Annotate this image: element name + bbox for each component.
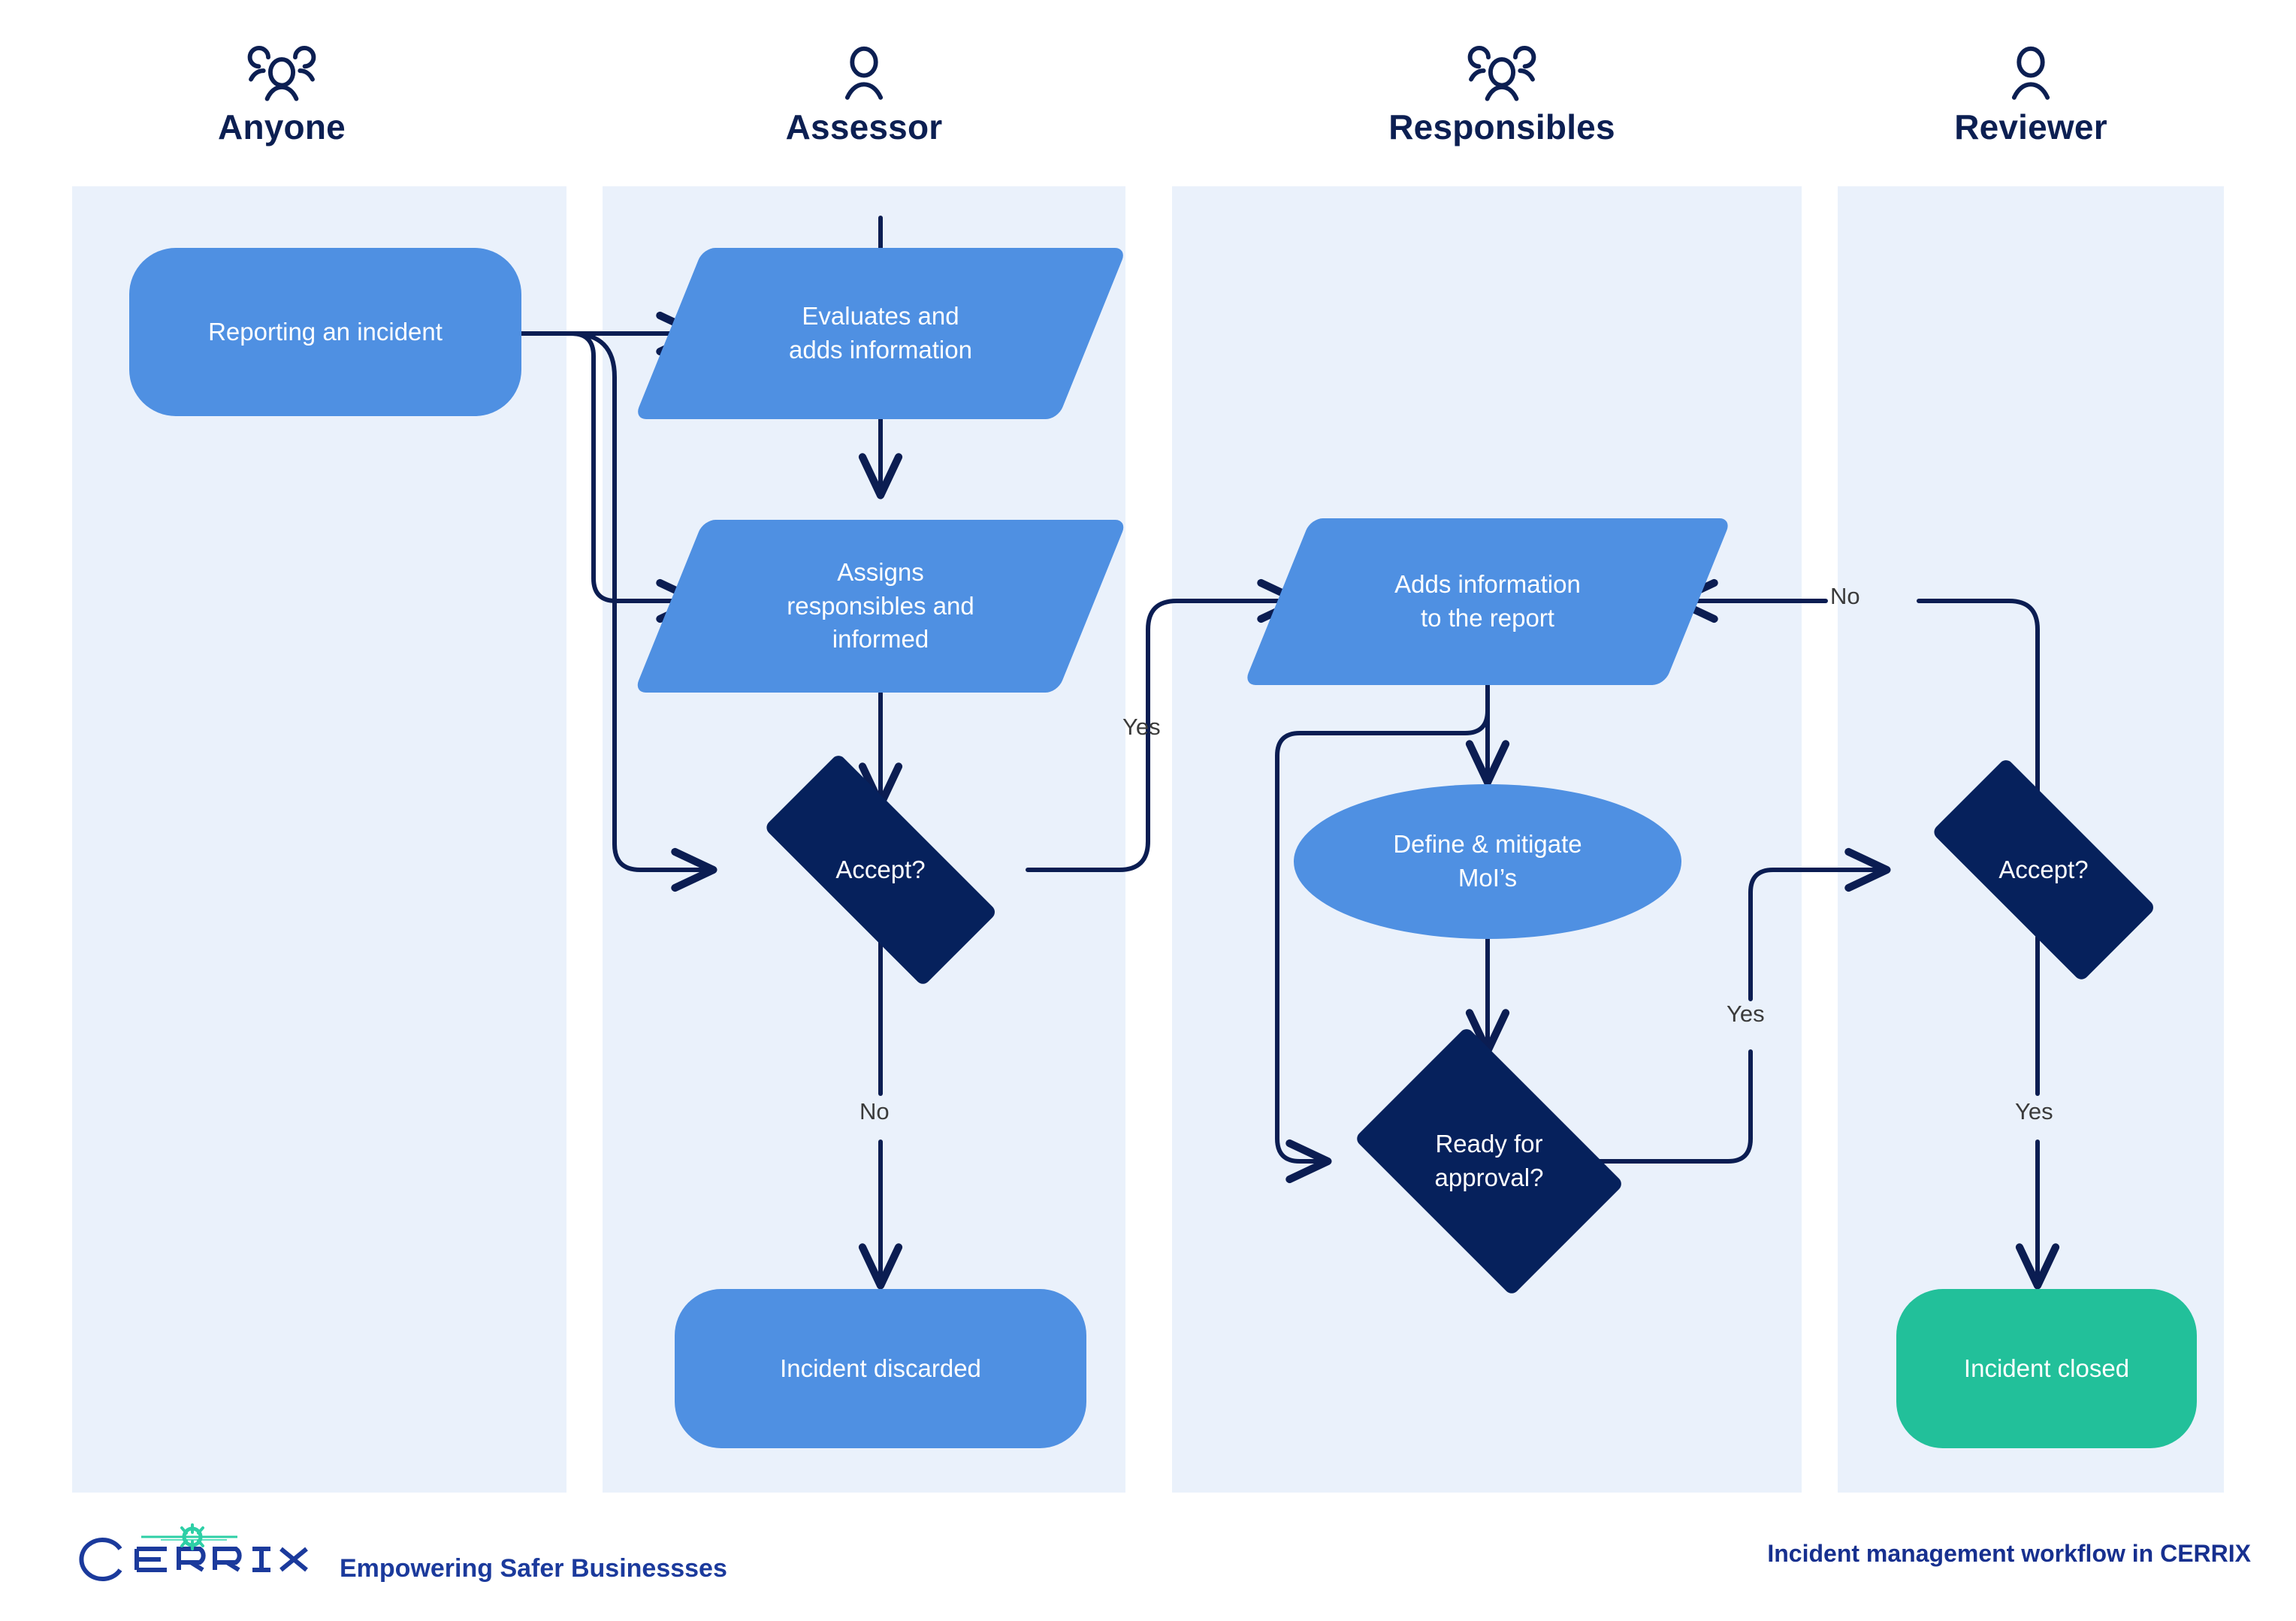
lane-header-anyone: Anyone <box>162 44 402 147</box>
brand-tagline: Empowering Safer Businessses <box>340 1554 727 1583</box>
node-label-line3: informed <box>832 625 929 654</box>
node-label-line2: approval? <box>1434 1164 1544 1191</box>
node-incident-closed[interactable]: Incident closed <box>1896 1289 2197 1448</box>
user-single-icon <box>2011 46 2050 100</box>
node-define-mitigate-mois[interactable]: Define & mitigate MoI’s <box>1294 784 1681 939</box>
node-label: Incident discarded <box>780 1354 981 1382</box>
node-label-line1: Evaluates and <box>802 302 959 331</box>
footer-caption: Incident management workflow in CERRIX <box>1767 1540 2251 1567</box>
node-label-line2: adds information <box>789 336 972 364</box>
node-reporting-incident[interactable]: Reporting an incident <box>129 248 521 416</box>
node-label: Accept? <box>1998 855 2089 883</box>
edge-label-assessor-yes: Yes <box>1122 714 1161 740</box>
footer: Empowering Safer Businessses Incident ma… <box>0 1501 2296 1621</box>
users-three-icon <box>1467 46 1536 101</box>
lane-header-reviewer: Reviewer <box>1911 44 2151 147</box>
node-label-line1: Assigns <box>837 558 924 587</box>
edge-label-approval-yes: Yes <box>1727 1001 1765 1027</box>
edge-label-reviewer-yes: Yes <box>2015 1098 2053 1124</box>
lane-header-assessor: Assessor <box>744 44 984 147</box>
node-reviewer-accept-decision[interactable]: Accept? <box>1893 757 2194 983</box>
node-ready-for-approval-decision[interactable]: Ready for approval? <box>1331 1026 1647 1296</box>
node-label-line2: responsibles and <box>787 591 974 620</box>
node-label: Reporting an incident <box>208 317 443 346</box>
users-three-icon <box>247 46 316 101</box>
cerrix-logo-mark <box>72 1523 320 1588</box>
brand-logo: Empowering Safer Businessses <box>72 1523 727 1588</box>
lane-title: Reviewer <box>1954 107 2107 146</box>
node-label-line1: Adds information <box>1394 570 1581 599</box>
user-single-icon <box>844 46 884 100</box>
node-assessor-accept-decision[interactable]: Accept? <box>721 753 1040 987</box>
node-label-line1: Define & mitigate <box>1393 830 1582 859</box>
node-label-line2: to the report <box>1421 604 1554 632</box>
lane-header-responsibles: Responsibles <box>1367 44 1637 147</box>
lane-title: Anyone <box>218 107 346 146</box>
cerrix-wordmark-icon <box>79 1523 308 1581</box>
lane-title: Assessor <box>785 107 943 146</box>
node-label-line2: MoI’s <box>1458 864 1518 892</box>
node-label: Accept? <box>835 855 926 883</box>
lane-title: Responsibles <box>1388 107 1615 146</box>
node-adds-information-to-report[interactable]: Adds information to the report <box>1243 518 1732 685</box>
node-evaluates-adds-information[interactable]: Evaluates and adds information <box>633 248 1128 419</box>
node-label-line1: Ready for <box>1435 1130 1543 1158</box>
node-incident-discarded[interactable]: Incident discarded <box>675 1289 1086 1448</box>
node-label: Incident closed <box>1963 1354 2130 1382</box>
node-assigns-responsibles-informed[interactable]: Assigns responsibles and informed <box>633 520 1128 693</box>
edge-label-reviewer-no: No <box>1830 583 1860 609</box>
edge-label-assessor-no: No <box>859 1098 890 1124</box>
